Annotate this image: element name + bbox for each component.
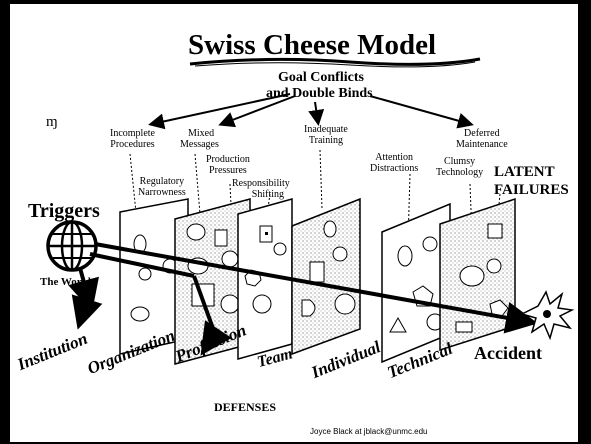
double-binds-label: and Double Binds: [266, 86, 373, 101]
explosion-icon: [519, 290, 575, 341]
defenses-label: DEFENSES: [214, 400, 277, 414]
the-world-label: The World: [40, 276, 91, 288]
goal-arrows: [148, 93, 474, 130]
slice-profession: [291, 197, 361, 356]
swiss-cheese-diagram: [46, 57, 575, 365]
hazard-trajectory: [68, 242, 538, 356]
corner-mark: ɱ: [46, 114, 58, 130]
slice-technical: [439, 197, 516, 352]
slide: Swiss Cheese Model Goal Conflicts and Do…: [10, 4, 578, 442]
globe-icon: [46, 220, 98, 272]
triggers-label: Triggers: [28, 200, 100, 222]
goal-conflicts-label: Goal Conflicts: [278, 70, 364, 85]
footer-credit: Joyce Black at jblack@unmc.edu: [310, 427, 428, 436]
title-underline: [189, 57, 481, 66]
failures-label: FAILURES: [494, 182, 569, 198]
accident-label: Accident: [474, 343, 542, 363]
slide-title: Swiss Cheese Model: [188, 29, 437, 61]
latent-label: LATENT: [494, 164, 555, 180]
